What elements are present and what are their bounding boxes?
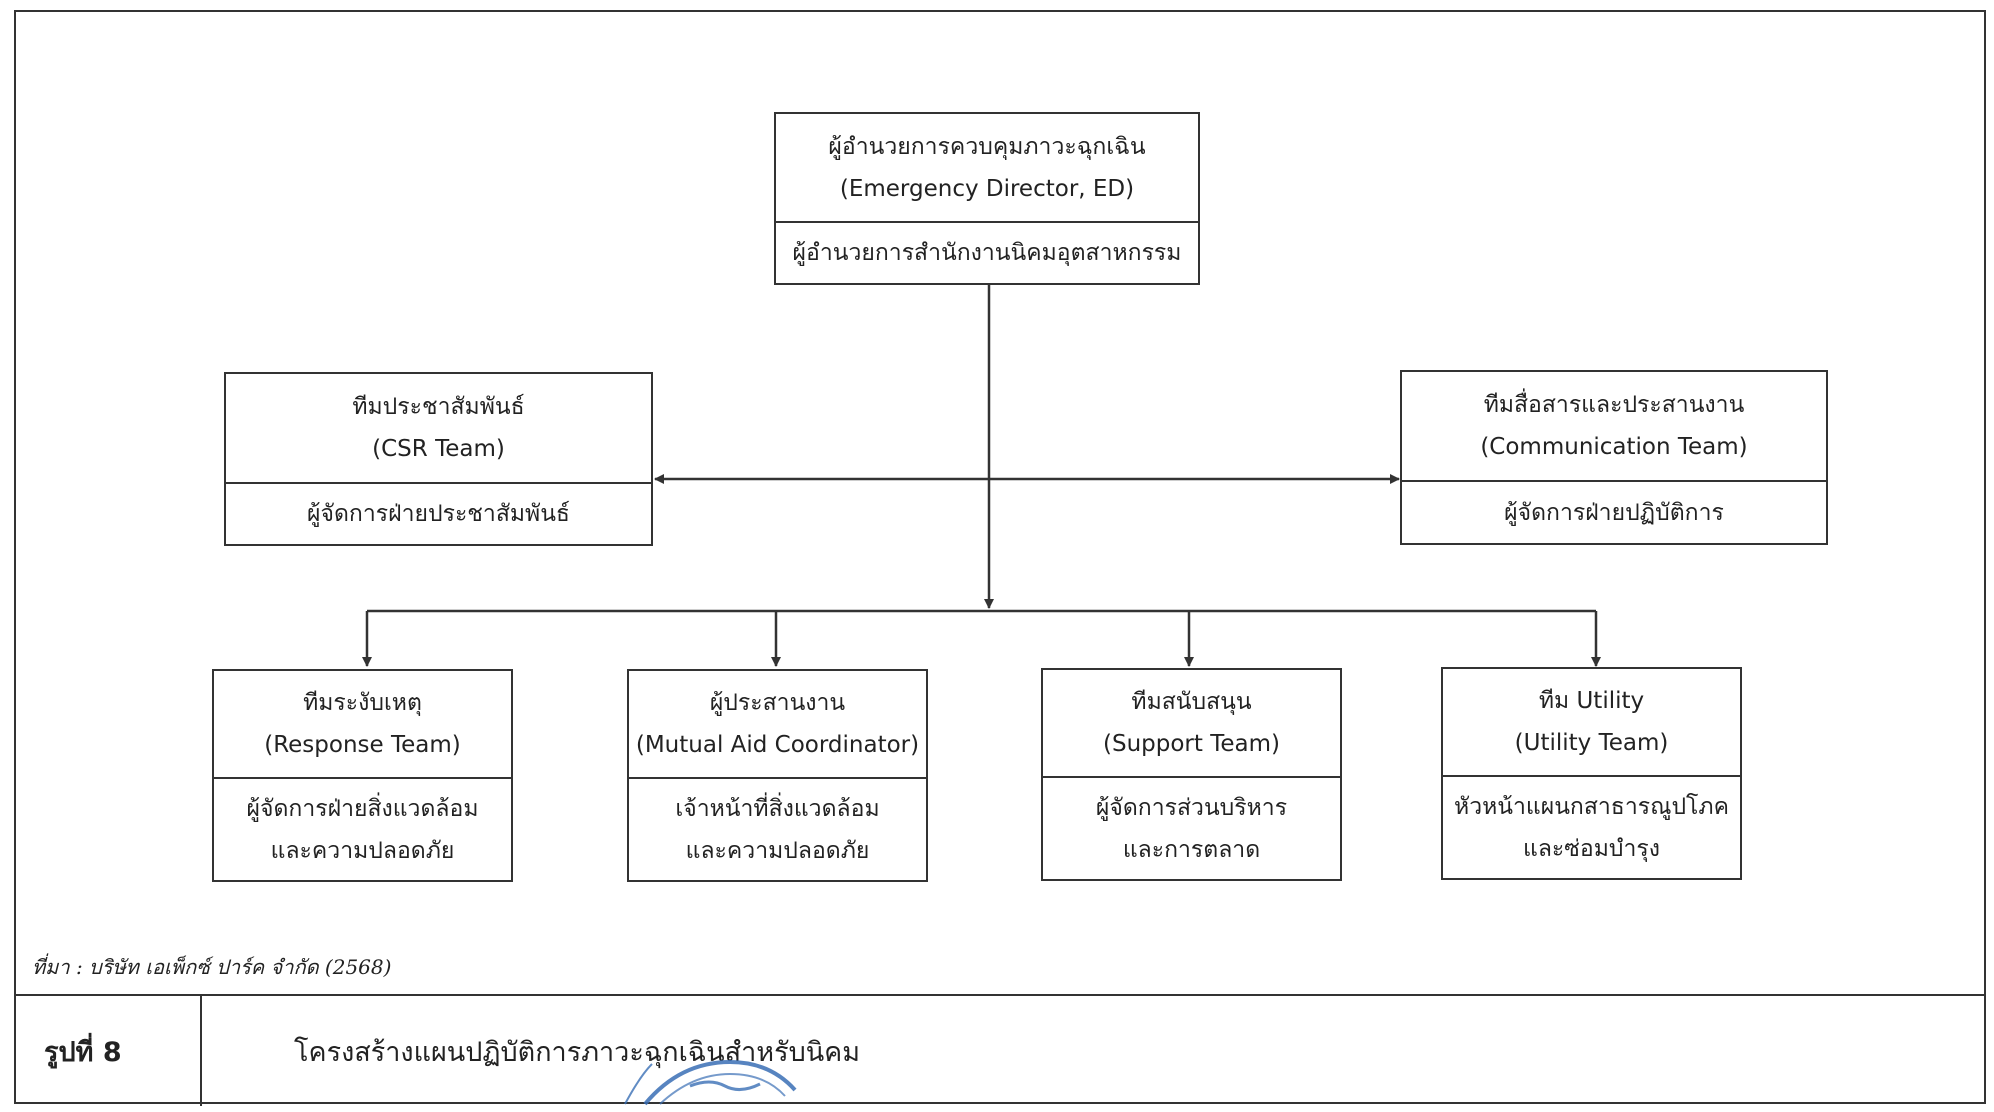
figure-label: รูปที่ 8 <box>44 1037 122 1068</box>
response-team-role: ทีมระงับเหตุ (Response Team) <box>214 671 511 779</box>
holder-line: ผู้อำนวยการสำนักงานนิคมอุตสาหกรรม <box>792 240 1182 266</box>
document-frame <box>14 10 1986 1104</box>
mutual-aid-coordinator-holder: เจ้าหน้าที่สิ่งแวดล้อม และความปลอดภัย <box>629 779 926 880</box>
communication-team-role: ทีมสื่อสารและประสานงาน (Communication Te… <box>1402 372 1826 482</box>
csr-team-holder: ผู้จัดการฝ่ายประชาสัมพันธ์ <box>226 484 651 544</box>
role-title: ทีม Utility <box>1538 688 1645 714</box>
seal-stamp-icon <box>624 1059 797 1106</box>
utility-team-holder: หัวหน้าแผนกสาธารณูปโภค และซ่อมบำรุง <box>1443 777 1740 878</box>
figure-caption-bar: รูปที่ 8 โครงสร้างแผนปฏิบัติการภาวะฉุกเฉ… <box>14 994 1986 1106</box>
role-subtitle: (CSR Team) <box>372 436 505 462</box>
role-subtitle: (Support Team) <box>1103 731 1280 757</box>
holder-line: และความปลอดภัย <box>270 837 455 864</box>
response-team-holder: ผู้จัดการฝ่ายสิ่งแวดล้อม และความปลอดภัย <box>214 779 511 880</box>
role-title: ผู้อำนวยการควบคุมภาวะฉุกเฉิน <box>828 133 1146 160</box>
emergency-director-role: ผู้อำนวยการควบคุมภาวะฉุกเฉิน (Emergency … <box>776 114 1198 223</box>
holder-line: ผู้จัดการส่วนบริหาร <box>1095 794 1288 821</box>
mutual-aid-coordinator-role: ผู้ประสานงาน (Mutual Aid Coordinator) <box>629 671 926 779</box>
communication-team-holder: ผู้จัดการฝ่ายปฏิบัติการ <box>1402 482 1826 543</box>
role-title: ทีมประชาสัมพันธ์ <box>352 394 525 420</box>
holder-line: ผู้จัดการฝ่ายสิ่งแวดล้อม <box>246 795 479 822</box>
mutual-aid-coordinator-box: ผู้ประสานงาน (Mutual Aid Coordinator) เจ… <box>627 669 928 882</box>
role-subtitle: (Emergency Director, ED) <box>839 175 1135 202</box>
emergency-director-box: ผู้อำนวยการควบคุมภาวะฉุกเฉิน (Emergency … <box>774 112 1200 285</box>
holder-line: และความปลอดภัย <box>685 837 870 864</box>
holder-line: เจ้าหน้าที่สิ่งแวดล้อม <box>675 795 880 822</box>
support-team-role: ทีมสนับสนุน (Support Team) <box>1043 670 1340 778</box>
role-title: ทีมระงับเหตุ <box>303 690 422 716</box>
role-subtitle: (Response Team) <box>264 732 461 758</box>
emergency-director-holder: ผู้อำนวยการสำนักงานนิคมอุตสาหกรรม <box>776 223 1198 283</box>
source-note: ที่มา : บริษัท เอเพ็กซ์ ปาร์ค จำกัด (256… <box>32 955 392 979</box>
role-subtitle: (Communication Team) <box>1480 434 1748 460</box>
holder-line: หัวหน้าแผนกสาธารณูปโภค <box>1454 793 1729 820</box>
support-team-holder: ผู้จัดการส่วนบริหาร และการตลาด <box>1043 778 1340 879</box>
figure-caption: โครงสร้างแผนปฏิบัติการภาวะฉุกเฉินสำหรับน… <box>294 1037 861 1068</box>
holder-line: ผู้จัดการฝ่ายปฏิบัติการ <box>1504 499 1724 526</box>
holder-line: และซ่อมบำรุง <box>1523 835 1660 862</box>
role-subtitle: (Mutual Aid Coordinator) <box>635 732 920 758</box>
utility-team-role: ทีม Utility (Utility Team) <box>1443 669 1740 777</box>
role-subtitle: (Utility Team) <box>1514 730 1669 756</box>
role-title: ทีมสื่อสารและประสานงาน <box>1483 392 1745 418</box>
holder-line: ผู้จัดการฝ่ายประชาสัมพันธ์ <box>307 501 570 527</box>
communication-team-box: ทีมสื่อสารและประสานงาน (Communication Te… <box>1400 370 1828 545</box>
utility-team-box: ทีม Utility (Utility Team) หัวหน้าแผนกสา… <box>1441 667 1742 880</box>
caption-divider <box>200 996 202 1106</box>
response-team-box: ทีมระงับเหตุ (Response Team) ผู้จัดการฝ่… <box>212 669 513 882</box>
role-title: ผู้ประสานงาน <box>709 690 846 716</box>
role-title: ทีมสนับสนุน <box>1131 689 1252 715</box>
csr-team-role: ทีมประชาสัมพันธ์ (CSR Team) <box>226 374 651 484</box>
holder-line: และการตลาด <box>1122 836 1261 863</box>
csr-team-box: ทีมประชาสัมพันธ์ (CSR Team) ผู้จัดการฝ่า… <box>224 372 653 546</box>
support-team-box: ทีมสนับสนุน (Support Team) ผู้จัดการส่วน… <box>1041 668 1342 881</box>
